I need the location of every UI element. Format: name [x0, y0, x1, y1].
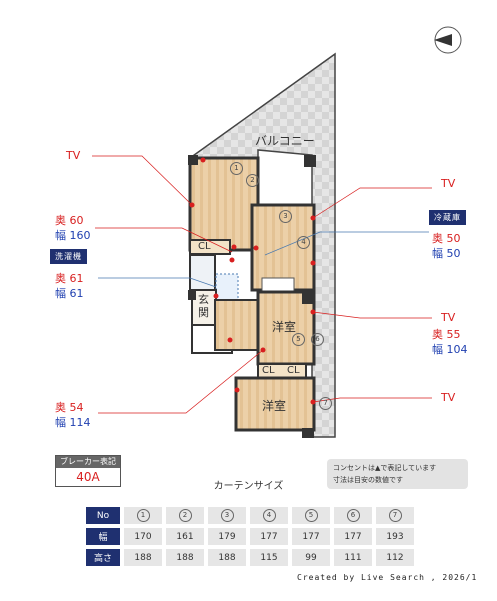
washer-area: [215, 273, 239, 301]
window-number: 6: [311, 333, 324, 346]
row-header-width: 幅: [86, 528, 120, 545]
curtain-table: No 1 2 3 4 5 6 7 幅 170 161 179 177 177 1…: [82, 503, 418, 570]
breaker-box: ブレーカー表記 40A: [55, 455, 121, 487]
tv-label: TV: [441, 311, 456, 324]
curtain-no-cell: 3: [208, 507, 246, 524]
note-box: コンセントは▲で表記しています 寸法は目安の数値です: [327, 459, 468, 489]
curtain-no-cell: 5: [292, 507, 330, 524]
curtain-width-cell: 177: [292, 528, 330, 545]
bedroom-2: [234, 376, 316, 432]
fridge-width: 幅 50: [432, 247, 461, 260]
left-lower-depth: 奥 54: [55, 401, 84, 414]
tv-label: TV: [441, 391, 456, 404]
curtain-no-cell: 2: [166, 507, 204, 524]
room-label-entrance: 玄関: [198, 293, 210, 319]
window-number: 2: [246, 174, 259, 187]
pillar: [302, 428, 314, 438]
curtain-no-cell: 1: [124, 507, 162, 524]
curtain-width-cell: 179: [208, 528, 246, 545]
curtain-title: カーテンサイズ: [213, 481, 284, 492]
washer-badge: 洗濯機: [50, 249, 87, 264]
curtain-width-cell: 161: [166, 528, 204, 545]
note-line-1: コンセントは▲で表記しています: [333, 464, 437, 472]
washer-depth: 奥 61: [55, 272, 84, 285]
curtain-width-cell: 193: [376, 528, 414, 545]
curtain-row-no: No 1 2 3 4 5 6 7: [86, 507, 414, 524]
tv-label: TV: [66, 149, 81, 162]
curtain-width-cell: 170: [124, 528, 162, 545]
room-label-bedroom-2: 洋室: [262, 399, 287, 413]
window-number: 3: [279, 210, 292, 223]
curtain-height-cell: 188: [166, 549, 204, 566]
curtain-height-cell: 112: [376, 549, 414, 566]
curtain-width-cell: 177: [334, 528, 372, 545]
kitchen-counter: [261, 277, 295, 293]
room-label-bedroom-1: 洋室: [272, 320, 297, 334]
curtain-row-height: 高さ 188 188 188 115 99 111 112: [86, 549, 414, 566]
callout-lines: [92, 155, 432, 414]
living-room: [188, 156, 260, 252]
entrance-text: 玄関: [198, 293, 209, 319]
curtain-no-cell: 6: [334, 507, 372, 524]
right-lower-width: 幅 104: [432, 343, 468, 356]
washer-width: 幅 61: [55, 287, 84, 300]
pillar: [302, 292, 314, 304]
curtain-no-cell: 7: [376, 507, 414, 524]
left-depth-60: 奥 60: [55, 214, 84, 227]
pillar: [304, 155, 316, 167]
pillar: [188, 155, 198, 165]
callout-lines-blue: [98, 231, 429, 288]
row-header-no: No: [86, 507, 120, 524]
window-number: 1: [230, 162, 243, 175]
curtain-height-cell: 99: [292, 549, 330, 566]
curtain-row-width: 幅 170 161 179 177 177 177 193: [86, 528, 414, 545]
window-number: 4: [297, 236, 310, 249]
curtain-width-cell: 177: [250, 528, 288, 545]
breaker-value: 40A: [76, 470, 100, 484]
curtain-no-cell: 4: [250, 507, 288, 524]
closet-label: CL: [287, 365, 300, 376]
fridge-depth: 奥 50: [432, 232, 461, 245]
note-line-2: 寸法は目安の数値です: [333, 476, 403, 484]
north-arrow-icon: [434, 26, 462, 54]
pillar: [188, 290, 196, 300]
curtain-height-cell: 111: [334, 549, 372, 566]
window-number: 5: [292, 333, 305, 346]
row-header-height: 高さ: [86, 549, 120, 566]
breaker-title: ブレーカー表記: [56, 456, 120, 468]
closet-label: CL: [198, 241, 211, 252]
balcony-label: バルコニー: [255, 134, 315, 148]
curtain-height-cell: 188: [208, 549, 246, 566]
fridge-badge: 冷蔵庫: [429, 210, 466, 225]
hall-area: [214, 299, 261, 351]
closet-label: CL: [262, 365, 275, 376]
tv-label: TV: [441, 177, 456, 190]
left-lower-width: 幅 114: [55, 416, 91, 429]
curtain-height-cell: 188: [124, 549, 162, 566]
curtain-height-cell: 115: [250, 549, 288, 566]
window-number: 7: [319, 397, 332, 410]
left-width-160: 幅 160: [55, 229, 91, 242]
credit-text: Created by Live Search , 2026/1: [297, 573, 478, 582]
right-lower-depth: 奥 55: [432, 328, 461, 341]
